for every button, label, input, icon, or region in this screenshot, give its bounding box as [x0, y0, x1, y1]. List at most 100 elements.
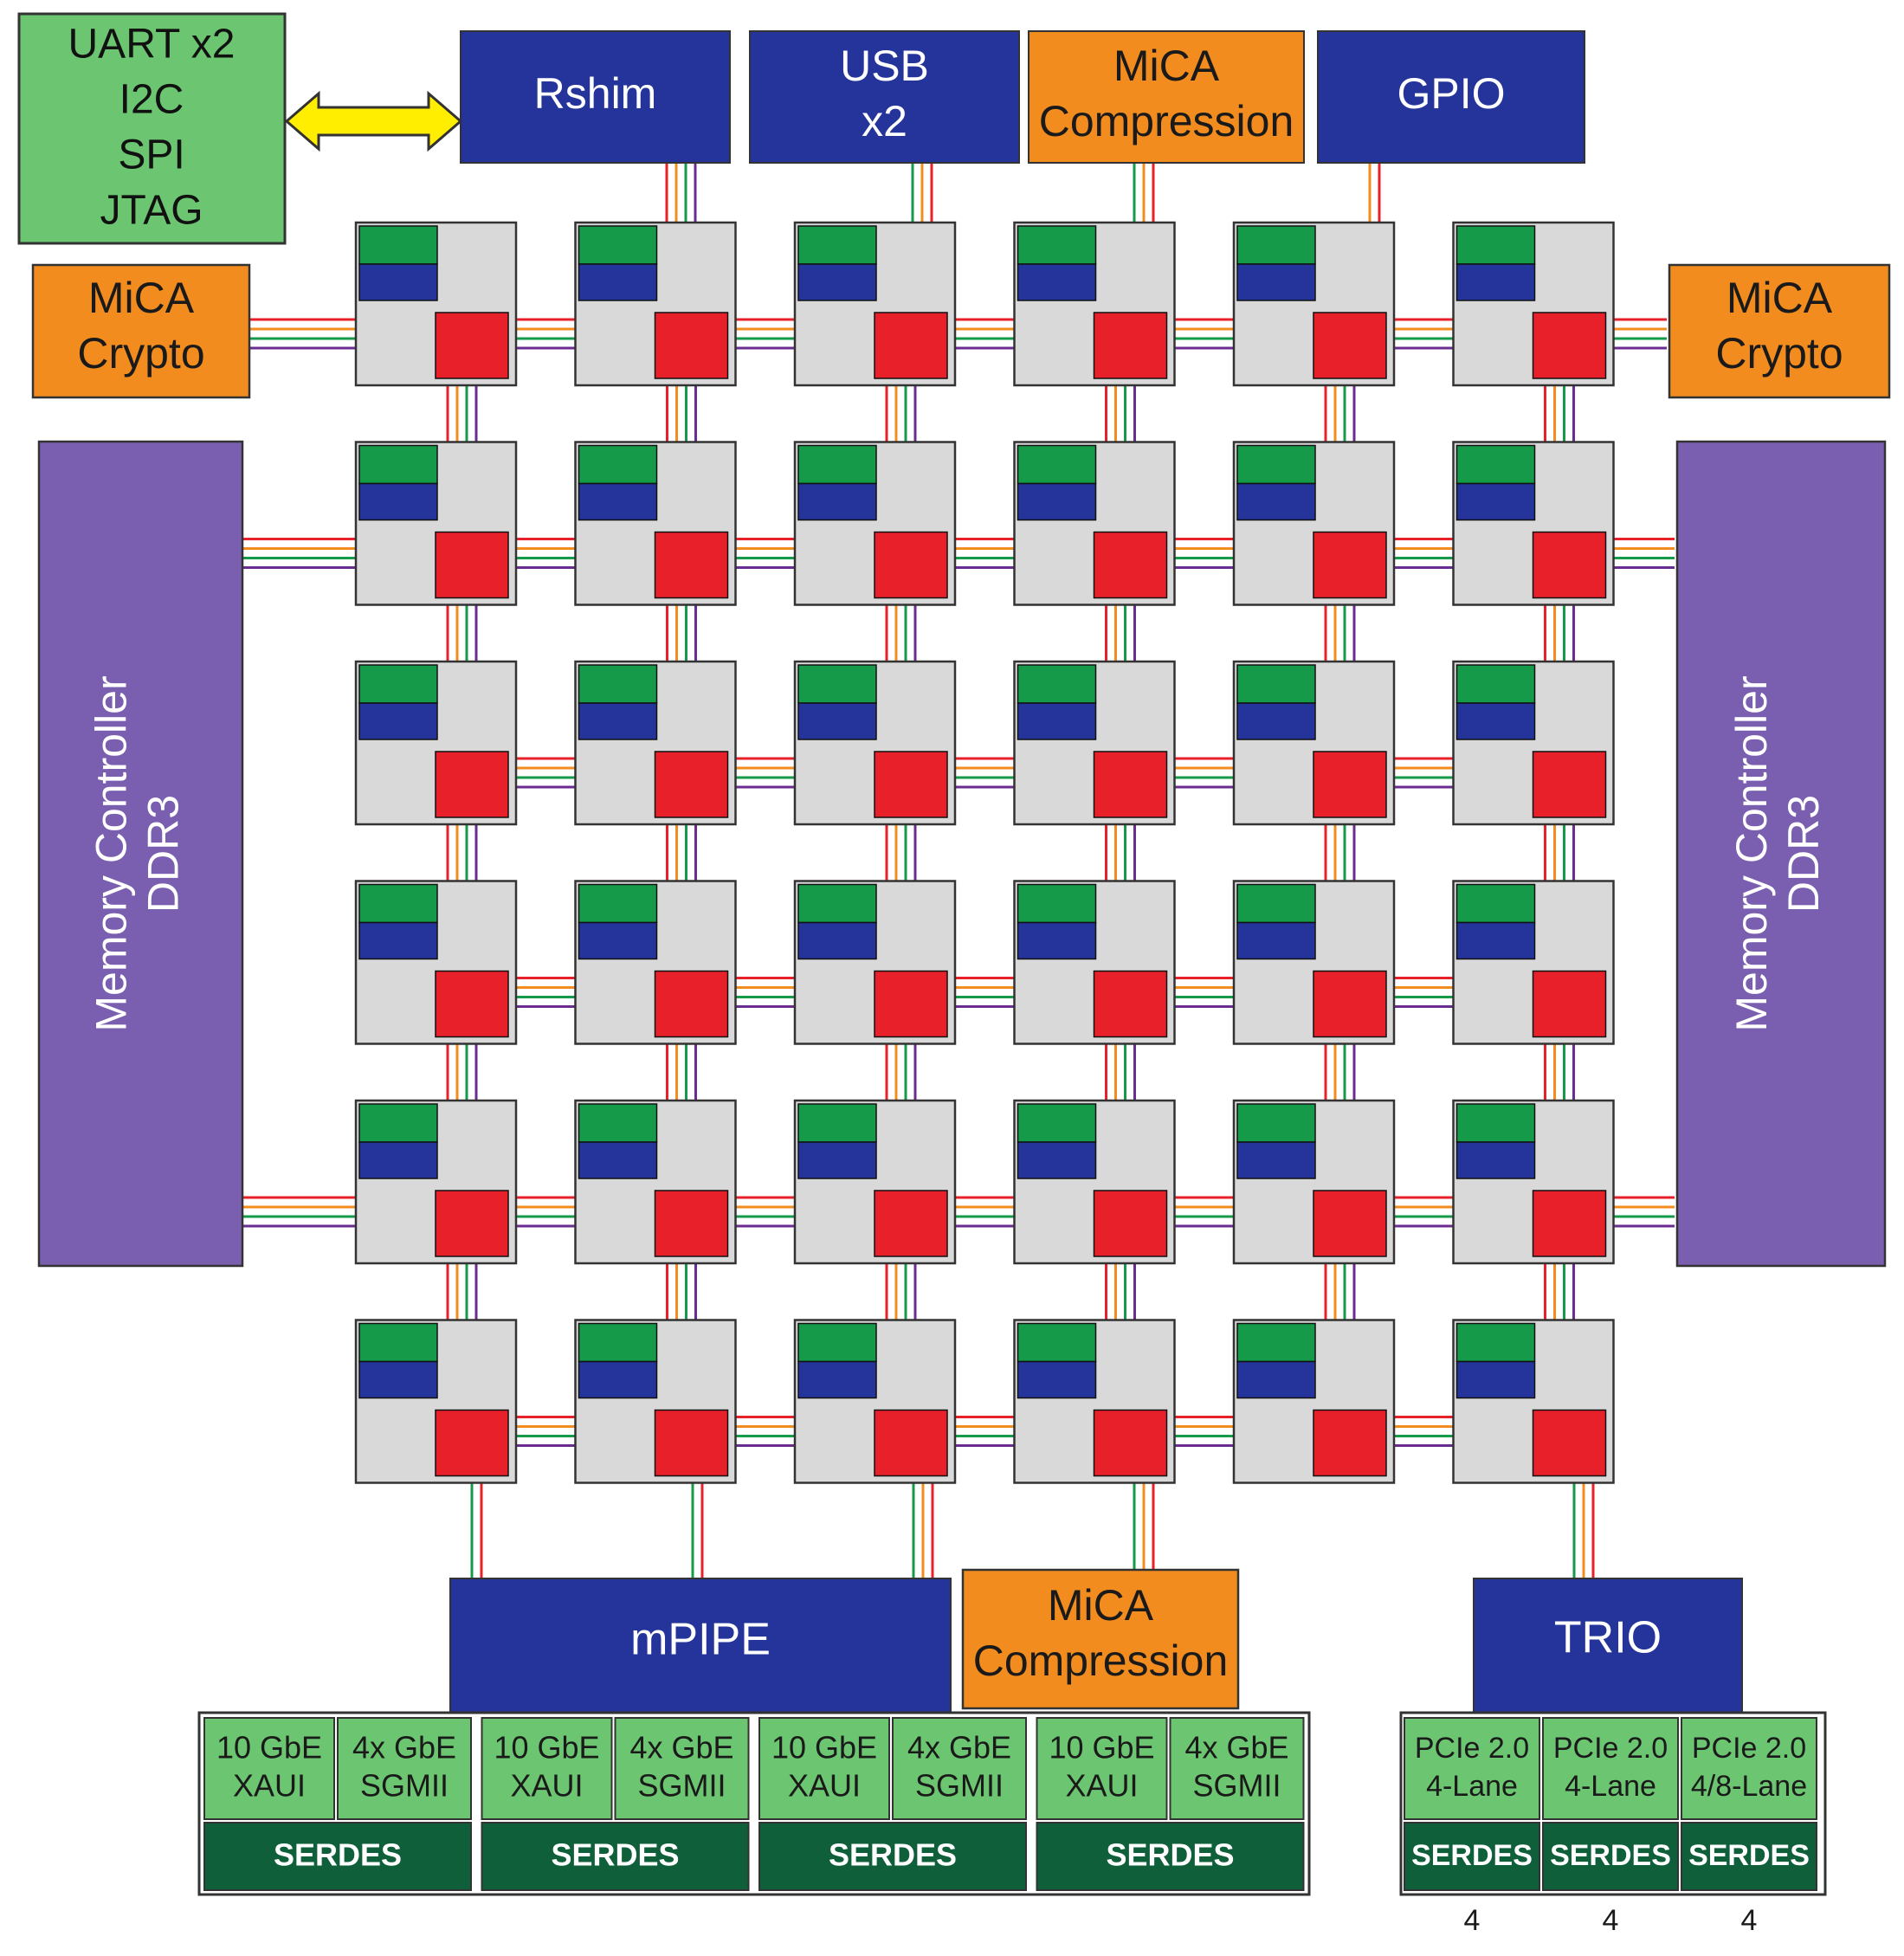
h-link-r2-c0 — [516, 757, 576, 789]
h-link-r1-c4 — [1394, 538, 1454, 569]
tile-cache-block — [1455, 225, 1536, 265]
tile-processor-block — [358, 1360, 438, 1399]
tile-switch-block — [874, 1190, 948, 1257]
tile-cache-block — [1455, 883, 1536, 924]
sgmii-port-cell — [614, 1717, 750, 1820]
tile-processor-block — [578, 921, 658, 960]
sgmii-port-label-line-1: 4x GbE — [629, 1730, 733, 1766]
tile — [354, 441, 518, 606]
h-link-r3-c2 — [955, 977, 1015, 1008]
mica-compression-top-block-label-line-1: MiCA — [1113, 42, 1220, 90]
tile-switch-block — [1532, 531, 1607, 599]
sgmii-port-cell — [1169, 1717, 1305, 1820]
v-link-c2-r1 — [885, 604, 917, 662]
pcie-port-label-line-2: 4-Lane — [1565, 1770, 1656, 1803]
tile — [574, 880, 737, 1045]
h-link-r4-c1 — [735, 1196, 795, 1228]
v-link-c1-r1 — [666, 604, 697, 662]
tile-switch-block — [654, 312, 729, 379]
v-link-c5-r0 — [1544, 385, 1575, 442]
h-link-r1-c1 — [735, 538, 795, 569]
tile-cache-block — [578, 444, 658, 485]
pcie-port-label-line-1: PCIe 2.0 — [1415, 1732, 1529, 1765]
h-link-r4-c3 — [1174, 1196, 1234, 1228]
tile-processor-block — [578, 1141, 658, 1179]
v-link-c3-r4 — [1105, 1263, 1136, 1320]
tile-switch-block — [1532, 751, 1607, 818]
link-mpipe-c — [912, 1482, 934, 1578]
tile-processor-block — [1236, 482, 1316, 521]
h-link-r2-c2 — [955, 757, 1015, 789]
tile-processor-block — [1017, 482, 1097, 521]
tile-cache-block — [797, 883, 877, 924]
pcie-port-label-line-1: PCIe 2.0 — [1692, 1732, 1806, 1765]
tile-grid — [354, 221, 1615, 1484]
serdes-label: SERDES — [551, 1837, 679, 1873]
tile-processor-block — [1017, 1360, 1097, 1399]
v-link-c5-r3 — [1544, 1043, 1575, 1101]
pcie-port-cell — [1404, 1717, 1540, 1820]
tile-cache-block — [1455, 664, 1536, 704]
tile-cache-block — [1236, 225, 1316, 265]
tile — [1452, 1319, 1615, 1484]
tile-switch-block — [654, 1190, 729, 1257]
link-mpipe-a — [470, 1482, 483, 1578]
sgmii-port-label-line-1: 4x GbE — [352, 1730, 456, 1766]
tile-cache-block — [797, 444, 877, 485]
v-link-c0-r4 — [446, 1263, 478, 1320]
tile-cache-block — [358, 883, 438, 924]
tile-processor-block — [797, 921, 877, 960]
h-link-r0-c3 — [1174, 318, 1234, 350]
tile — [574, 1319, 737, 1484]
tile-cache-block — [578, 883, 658, 924]
sgmii-port-label-line-1: 4x GbE — [907, 1730, 1011, 1766]
mica-compression-bottom-label-line-2: Compression — [973, 1636, 1229, 1685]
tile-processor-block — [1236, 921, 1316, 960]
tile-processor-block — [1455, 921, 1536, 960]
tile-processor-block — [358, 263, 438, 301]
xaui-port-label-line-2: XAUI — [1065, 1768, 1138, 1804]
tile — [574, 221, 737, 387]
tile-processor-block — [797, 702, 877, 740]
uart-block-label-line-3: SPI — [118, 132, 184, 178]
tile-processor-block — [358, 1141, 438, 1179]
tile — [574, 1099, 737, 1265]
mica-crypto-left-label-line-2: Crypto — [77, 329, 204, 378]
tile-cache-block — [578, 225, 658, 265]
tile-cache-block — [578, 1103, 658, 1143]
sgmii-port-label-line-2: SGMII — [360, 1768, 449, 1804]
tile-switch-block — [435, 751, 509, 818]
mica-compression-top-block-label-line-2: Compression — [1039, 97, 1294, 145]
tile-processor-block — [1236, 1141, 1316, 1179]
tile-switch-block — [1093, 1409, 1168, 1477]
mica-compression-bottom-block — [961, 1568, 1240, 1710]
tile — [1013, 1099, 1176, 1265]
v-link-c4-r4 — [1324, 1263, 1356, 1320]
tile-switch-block — [1093, 1190, 1168, 1257]
tile-processor-block — [797, 1360, 877, 1399]
tile-switch-block — [1313, 531, 1387, 599]
lane-count-label: 4 — [1741, 1904, 1758, 1937]
sgmii-port-cell — [337, 1717, 472, 1820]
tile — [574, 660, 737, 826]
pcie-port-label-line-2: 4/8-Lane — [1691, 1770, 1807, 1803]
tile-processor-block — [1017, 1141, 1097, 1179]
h-link-r5-c0 — [516, 1416, 576, 1447]
tile — [1452, 221, 1615, 387]
link-mem-right-r1 — [1613, 538, 1675, 569]
tile-processor-block — [578, 702, 658, 740]
tile-switch-block — [874, 751, 948, 818]
usb-block-label-line-1: USB — [840, 42, 929, 90]
tile-cache-block — [358, 444, 438, 485]
link-crypto-left — [248, 318, 356, 350]
tile — [793, 880, 957, 1045]
v-link-c3-r3 — [1105, 1043, 1136, 1101]
tile-processor-block — [1017, 702, 1097, 740]
serdes-cell — [203, 1822, 472, 1891]
tile-processor-block — [1236, 263, 1316, 301]
v-link-c4-r3 — [1324, 1043, 1356, 1101]
